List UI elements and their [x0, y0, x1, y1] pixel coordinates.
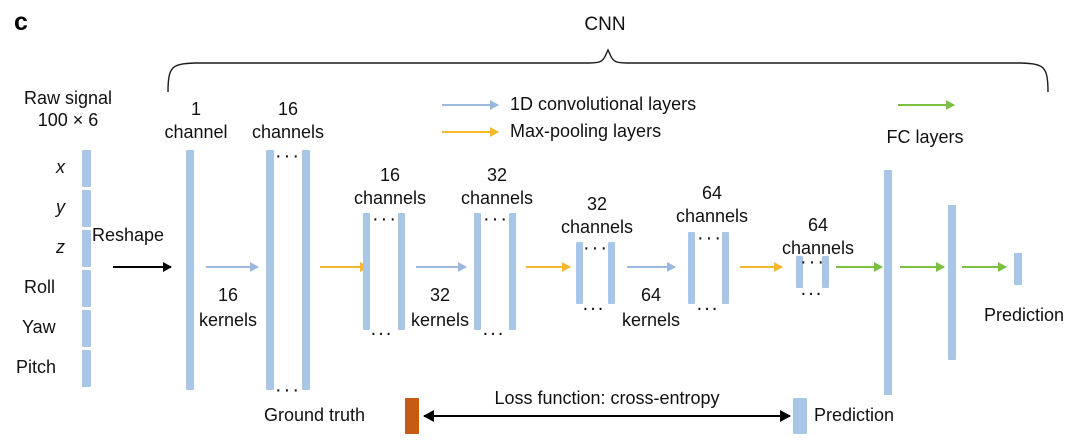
stage-2-dots-top: ···: [275, 145, 301, 167]
cnn-brace: [167, 48, 1049, 92]
stage-1-unit: channel: [164, 122, 228, 142]
input-bar-yaw: [82, 310, 91, 347]
input-bar-y: [82, 190, 91, 227]
stage-5-count: 32: [586, 194, 608, 214]
stage-4-dots-top: ···: [483, 208, 509, 230]
raw-signal-caption-line2: 100 × 6: [37, 110, 99, 130]
stage-5-dots-top: ···: [583, 237, 609, 259]
stage-5-bar-last: [608, 242, 615, 304]
fc-arrow-1: [836, 262, 883, 272]
stage-2-bar-last: [302, 150, 310, 390]
stage-2-unit: channels: [251, 122, 325, 142]
stage-5-dots-bottom: ...: [582, 293, 606, 315]
fc-arrow-2: [900, 262, 945, 272]
legend-pool-label: Max-pooling layers: [510, 121, 662, 141]
conv-arrow-3: [627, 262, 676, 272]
prediction-label: Prediction: [983, 305, 1065, 325]
stage-3-unit: channels: [353, 188, 427, 208]
legend-conv-arrow: [442, 100, 499, 110]
stage-3-bar-last: [398, 213, 405, 330]
stage-2-dots-bottom: ···: [275, 379, 301, 401]
legend-conv-label: 1D convolutional layers: [510, 94, 697, 114]
pool-arrow-2: [526, 262, 571, 272]
cnn-title: CNN: [584, 14, 626, 35]
legend-fc-label: FC layers: [886, 127, 964, 147]
stage-7-count: 64: [807, 215, 829, 235]
stage-7-dots-top: ···: [800, 251, 826, 273]
loss-prediction-bar: [793, 398, 807, 434]
input-label-pitch: Pitch: [16, 357, 57, 377]
stage-3-bar-first: [363, 213, 370, 330]
reshape-arrow: [113, 262, 172, 272]
kernels-1-count: 16: [217, 285, 239, 305]
stage-6-bar-last: [722, 232, 729, 304]
input-label-y: y: [56, 197, 65, 217]
stage-6-dots-bottom: ...: [696, 293, 720, 315]
stage-6-unit: channels: [675, 206, 749, 226]
stage-5-bar-first: [576, 242, 583, 304]
stage-1-count: 1: [190, 99, 202, 119]
stage-4-count: 32: [486, 165, 508, 185]
input-bar-z: [82, 230, 91, 267]
input-bar-x: [82, 150, 91, 187]
pool-arrow-3: [740, 262, 783, 272]
input-label-yaw: Yaw: [22, 317, 56, 337]
stage-7-dots-bottom: ...: [800, 278, 824, 300]
prediction-bar: [1014, 253, 1022, 285]
input-label-z: z: [56, 237, 65, 257]
kernels-3-unit: kernels: [621, 310, 681, 330]
input-bar-roll: [82, 270, 91, 307]
legend-pool-arrow: [442, 127, 499, 137]
input-label-x: x: [56, 157, 65, 177]
loss-function-label: Loss function: cross-entropy: [494, 388, 720, 408]
ground-truth-label: Ground truth: [264, 405, 366, 425]
stage-6-bar-first: [688, 232, 695, 304]
fc-arrow-3: [962, 262, 1007, 272]
stage-6-count: 64: [701, 183, 723, 203]
stage-3-dots-top: ···: [372, 208, 398, 230]
stage-6-dots-top: ···: [697, 227, 723, 249]
kernels-1-unit: kernels: [198, 310, 258, 330]
loss-double-arrow: [423, 410, 791, 422]
loss-prediction-label: Prediction: [814, 405, 895, 425]
stage-7-unit: channels: [781, 238, 855, 258]
stage-3-count: 16: [379, 165, 401, 185]
stage-7-bar-first: [796, 256, 803, 288]
stage-3-dots-bottom: ...: [370, 318, 394, 340]
kernels-2-unit: kernels: [410, 310, 470, 330]
stage-2-bar-first: [266, 150, 274, 390]
stage-7-bar-last: [822, 256, 829, 288]
fc-layer-2-bar: [948, 205, 956, 360]
stage-5-unit: channels: [560, 217, 634, 237]
kernels-2-count: 32: [429, 285, 451, 305]
kernels-3-count: 64: [640, 285, 662, 305]
conv-arrow-1: [206, 262, 259, 272]
input-label-roll: Roll: [24, 277, 56, 297]
stage-4-bar-last: [509, 213, 516, 330]
stage-4-bar-first: [474, 213, 481, 330]
pool-arrow-1: [320, 262, 369, 272]
ground-truth-bar: [405, 398, 419, 434]
panel-letter: c: [14, 8, 28, 36]
input-bar-pitch: [82, 350, 91, 387]
stage-4-dots-bottom: ...: [482, 318, 506, 340]
legend-fc-arrow: [898, 100, 955, 110]
raw-signal-caption-line1: Raw signal: [23, 88, 113, 108]
stage-1-bar: [186, 150, 194, 390]
conv-arrow-2: [416, 262, 467, 272]
stage-2-count: 16: [277, 99, 299, 119]
reshape-label: Reshape: [92, 225, 165, 245]
stage-4-unit: channels: [460, 188, 534, 208]
fc-layer-1-bar: [884, 170, 892, 395]
